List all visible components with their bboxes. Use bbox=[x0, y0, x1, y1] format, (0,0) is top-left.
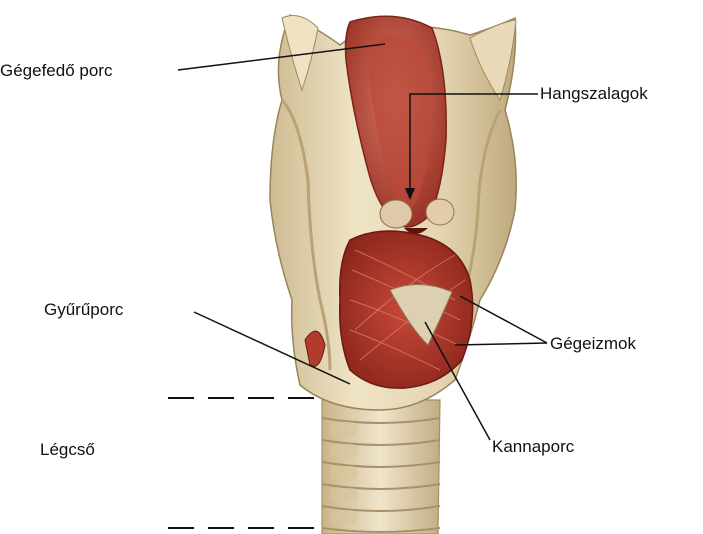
leader-muscles-b bbox=[455, 343, 547, 345]
label-epiglottis: Gégefedő porc bbox=[0, 61, 112, 81]
label-trachea: Légcső bbox=[40, 440, 95, 460]
trachea-boundary-lines bbox=[168, 398, 318, 528]
label-arytenoid: Kannaporc bbox=[492, 437, 574, 457]
label-vocal-cords: Hangszalagok bbox=[540, 84, 648, 104]
label-cricoid: Gyűrűporc bbox=[44, 300, 123, 320]
label-muscles: Gégeizmok bbox=[550, 334, 636, 354]
trachea-illustration bbox=[322, 400, 440, 534]
